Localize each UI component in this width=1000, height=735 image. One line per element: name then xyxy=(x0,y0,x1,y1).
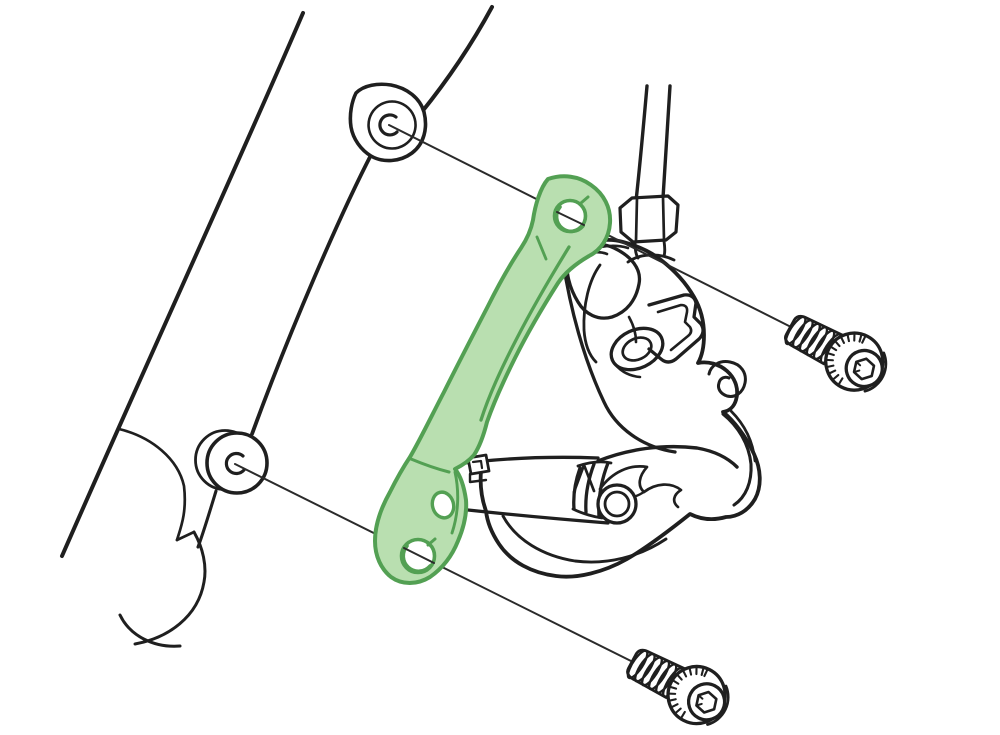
adapter-hole-middle xyxy=(430,490,456,520)
caliper-bleed-cap xyxy=(707,360,747,398)
caliper-bottom-inner-line xyxy=(501,514,668,564)
caliper-mount-clip xyxy=(466,453,491,476)
hose-nut-neck-right xyxy=(662,239,667,258)
bolt-flange-serrations xyxy=(667,665,709,720)
frame-dropout-front-edge xyxy=(117,427,187,542)
frame-dropout-hook-outer xyxy=(133,530,207,646)
bolt-flange-back-edge xyxy=(863,351,888,393)
caliper-barrel-end-arc-2 xyxy=(729,409,757,463)
adapter-hole-top-notch xyxy=(579,195,590,205)
caliper-piston-connector xyxy=(627,315,638,344)
frame-dropout-hook-inner xyxy=(118,613,182,648)
frame-dropout-notch xyxy=(175,530,196,542)
frame-mount-hole-top xyxy=(378,113,399,137)
bolt-flange-serrations xyxy=(824,332,867,386)
bolt-guide-bottom-hole-segment xyxy=(403,547,435,564)
adapter-hole-bottom-bore xyxy=(401,544,432,574)
frame-mount-hole-bottom xyxy=(224,451,246,476)
bolt-hex-socket-depth xyxy=(695,694,704,707)
fixing-bolt-top-right xyxy=(784,314,888,393)
hose-nut-facet-left xyxy=(634,196,639,243)
caliper-window-left-edge xyxy=(582,263,602,364)
adapter-neck-crease xyxy=(535,235,548,261)
frame-seat-tube-edge xyxy=(60,11,305,558)
frame-mount-boss-bottom-outer xyxy=(205,431,269,495)
caliper-pad-axle-inner xyxy=(603,490,631,518)
caliper-barrel-end-arc-1 xyxy=(721,412,753,507)
caliper-piston-inner xyxy=(621,336,653,362)
hose-nut xyxy=(618,194,680,244)
caliper-piston-under-arc xyxy=(610,358,642,379)
bolt-head xyxy=(686,682,727,722)
hose-nut-collar xyxy=(626,253,676,264)
bolt-head xyxy=(844,348,884,389)
bolt-guide-top-hole-segment xyxy=(556,211,585,226)
frame-mount-boss-top-face xyxy=(367,100,417,150)
caliper-mount-clip-step xyxy=(468,472,488,484)
frame-stay-edge-lower xyxy=(196,489,218,549)
caliper-step-block-inner xyxy=(656,303,693,352)
caliper-step-block-outer xyxy=(647,293,705,364)
adapter-arm-chamfer-line xyxy=(479,245,571,422)
adapter-paddle-right-inner xyxy=(450,470,460,535)
bolt-threads xyxy=(626,649,685,698)
caliper-front-plate-edge xyxy=(561,259,677,454)
caliper-barrel-top-edge xyxy=(596,444,739,469)
adapter-hole-bottom-notch xyxy=(426,537,437,547)
frame-stay-edge-upper xyxy=(419,5,494,115)
adapter-paddle-top-line xyxy=(409,457,451,474)
brake-hose-right-edge xyxy=(661,84,672,200)
caliper-pad-axle-collar-2 xyxy=(584,462,596,514)
hose-nut-facet-right xyxy=(661,195,666,242)
frame-stay-edge-mid xyxy=(250,151,374,436)
caliper-pad-axle-collar-1 xyxy=(572,466,582,511)
fixing-bolt-bottom xyxy=(626,648,730,726)
bolt-threads xyxy=(784,315,843,364)
caliper-bridge-window xyxy=(565,242,642,320)
brake-hose-left-edge xyxy=(634,84,649,203)
bolt-flange-back-edge xyxy=(706,684,730,726)
bolt-hex-socket-depth xyxy=(853,360,862,374)
caliper-mount-arm-bottom-line xyxy=(466,508,610,525)
caliper-mount-clip-inner xyxy=(471,459,484,470)
